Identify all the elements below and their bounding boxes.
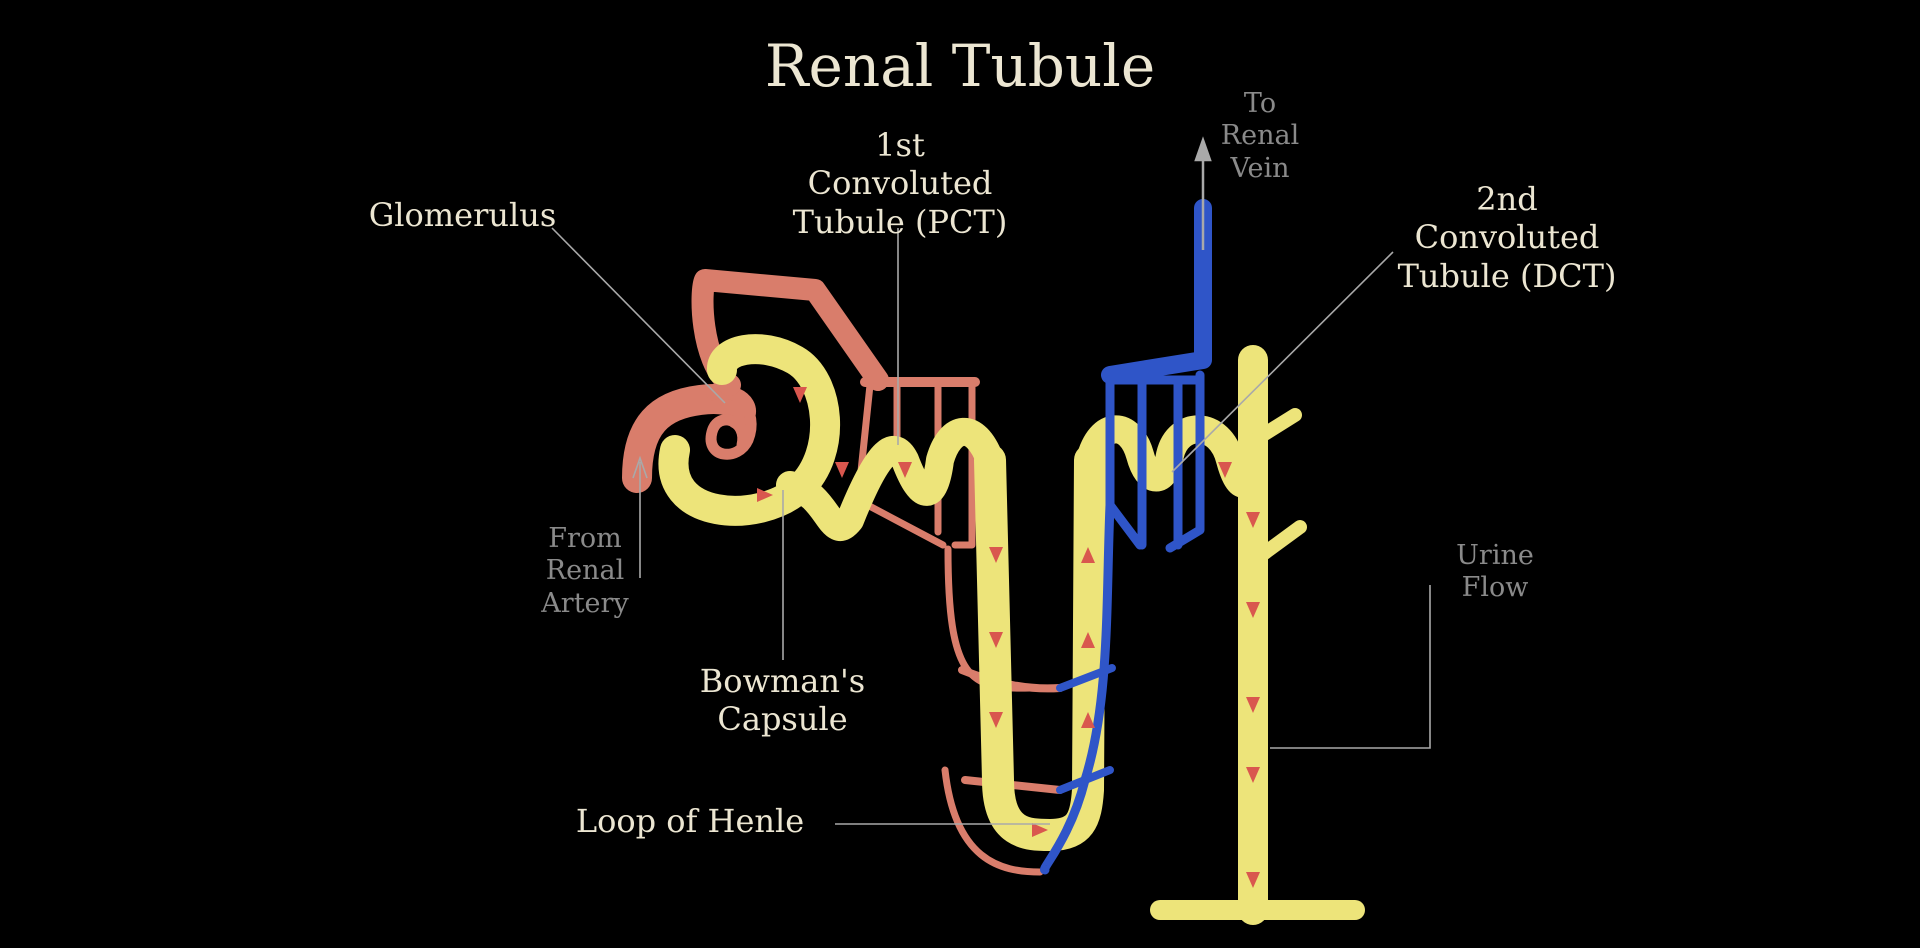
flow-arrow [757,488,773,502]
label-urine-flow: Urine Flow [1456,540,1534,604]
glomerulus-coil [705,387,757,460]
flow-arrow [1246,872,1260,888]
label-bowmans-capsule: Bowman's Capsule [699,662,866,739]
distal-convoluted-tubule [1076,415,1264,498]
flow-arrow [793,387,807,403]
leader-from-artery [632,455,648,578]
peritubular-bridge-upper [958,666,1064,693]
flow-arrow [989,547,1003,563]
flow-arrow [1218,462,1232,478]
flow-arrow [1246,512,1260,528]
proximal-convoluted-tubule [776,417,1004,541]
flow-arrow [1246,602,1260,618]
label-dct: 2nd Convoluted Tubule (DCT) [1397,180,1617,295]
flow-arrow [1246,697,1260,713]
tubule-yellow [658,334,1365,925]
flow-arrow [1081,632,1095,648]
flow-arrow [1032,823,1048,837]
label-to-renal-vein: To Renal Vein [1220,88,1300,184]
venous-bridge-lower [1056,766,1114,794]
leader-urine [1270,585,1431,749]
collecting-duct-branch-top [1248,408,1302,447]
flow-arrow [989,712,1003,728]
venous-vessels [1039,199,1212,875]
peritubular-loop-lower [941,766,1044,876]
page-title: Renal Tubule [764,32,1156,100]
venous-loop [1039,500,1115,875]
label-glomerulus: Glomerulus [368,196,557,234]
to-vein-arrow [1194,136,1212,250]
flow-arrow [898,462,912,478]
flow-arrow [1081,547,1095,563]
label-leader-lines [551,227,1431,825]
collecting-duct-branch-mid [1248,520,1307,567]
flow-arrow [1081,712,1095,728]
label-pct: 1st Convoluted Tubule (PCT) [792,126,1008,241]
flow-arrows [757,136,1260,888]
flow-arrow [1246,767,1260,783]
flow-arrow [835,462,849,478]
loop-of-henle [974,444,1106,851]
renal-vein-outlet [1101,199,1212,384]
label-from-renal-artery: From Renal Artery [541,523,629,619]
flow-arrow [989,632,1003,648]
bowmans-capsule [658,334,841,526]
label-loop-of-henle: Loop of Henle [575,802,805,840]
afferent-arteriole [622,384,756,493]
leader-glomerulus [551,227,726,404]
venous-bridge-upper [1056,664,1116,692]
leader-dct [1171,251,1394,473]
